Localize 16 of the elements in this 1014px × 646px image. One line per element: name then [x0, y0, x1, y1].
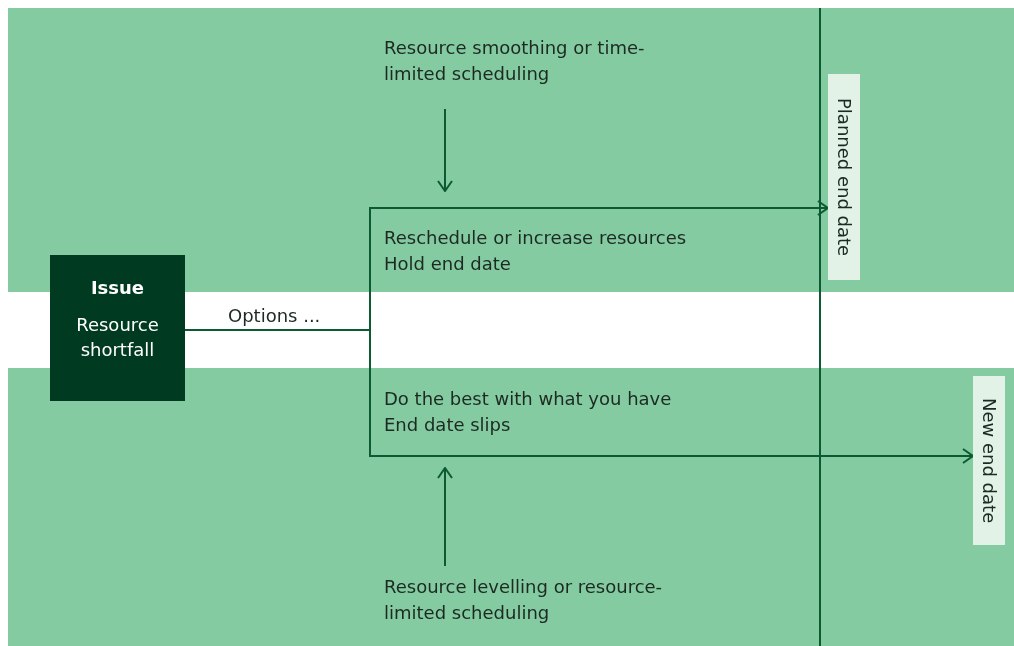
edge-label: Options ...	[228, 305, 321, 326]
option-text: Hold end date	[384, 252, 512, 276]
arrow	[437, 108, 453, 192]
issue-heading: Issue	[89, 276, 146, 300]
issue-box	[50, 255, 185, 401]
date-label	[828, 74, 860, 280]
date-text: Planned end date	[833, 97, 855, 257]
date-label	[973, 376, 1005, 545]
annotation-text: Resource levelling or resource-limited scheduling	[384, 575, 664, 625]
option-text: End date slips	[384, 413, 512, 437]
option-text: Do the best with what you have	[384, 387, 673, 411]
option-text: Reschedule or increase resources	[384, 226, 688, 250]
arrow	[437, 467, 453, 567]
annotation-text: Resource smoothing or time-limited scheduling	[384, 36, 646, 86]
date-text: New end date	[978, 397, 1000, 524]
issue-text: Resource shortfall	[75, 313, 160, 362]
